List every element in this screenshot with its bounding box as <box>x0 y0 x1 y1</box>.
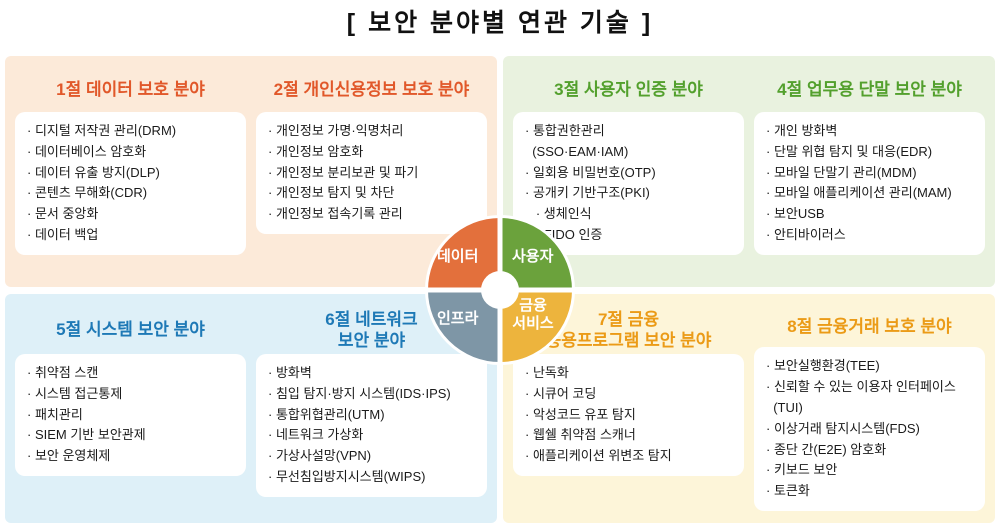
list-item: · 시스템 접근통제 <box>27 385 123 401</box>
list-item: · 개인정보 탐지 및 차단 <box>268 185 395 201</box>
section-3-title: 3절 사용자 인증 분야 <box>554 80 703 100</box>
list-item: · 안티바이러스 <box>766 226 846 242</box>
list-item: · 개인정보 접속기록 관리 <box>268 206 403 222</box>
list-item: · 개인정보 가명·익명처리 <box>268 123 404 138</box>
section-7-title: 7절 금융 응용프로그램 보안 분야 <box>545 309 712 350</box>
list-item: · 토큰화 <box>766 483 810 499</box>
list-item: (SSO·EAM·IAM) <box>525 143 629 159</box>
section-4-endpoint-security: 4절 업무용 단말 보안 분야 · 개인 방화벽 · 단말 위협 탐지 및 대응(… <box>754 68 985 275</box>
section-4-title: 4절 업무용 단말 보안 분야 <box>777 80 962 100</box>
list-item: · 방화벽 <box>268 365 312 380</box>
section-5-title: 5절 시스템 보안 분야 <box>56 320 205 340</box>
list-item: · 웹쉘 취약점 스캐너 <box>525 427 636 443</box>
list-item: · 일회용 비밀번호(OTP) <box>525 164 656 180</box>
panel-infrastructure-security: 5절 시스템 보안 분야 · 취약점 스캔 · 시스템 접근통제 · 패치관리 · S… <box>5 294 497 523</box>
list-item: · 보안실행환경(TEE) <box>766 358 880 374</box>
pie-center-circle <box>481 271 519 309</box>
list-item: · 보안USB <box>766 206 825 222</box>
section-3-user-authentication: 3절 사용자 인증 분야 · 통합권한관리 (SSO·EAM·IAM) · 일회용… <box>513 68 744 275</box>
list-item: · 악성코드 유포 탐지 <box>525 406 636 422</box>
list-item: · SIEM 기반 보안관제 <box>27 427 146 443</box>
section-7-financial-app-security: 7절 금융 응용프로그램 보안 분야 · 난독화 · 시큐어 코딩 · 악성코드 유… <box>513 306 744 511</box>
section-2-title: 2절 개인신용정보 보호 분야 <box>273 80 470 100</box>
list-item: · 침입 탐지·방지 시스템(IDS·IPS) <box>268 385 451 401</box>
list-item: · 보안 운영체제 <box>27 448 111 464</box>
pie-label-infra: 인프라 <box>437 310 479 327</box>
pie-label-user: 사용자 <box>512 248 554 265</box>
pie-label-finance: 금융 서비스 <box>512 297 554 332</box>
list-item: · 통합위협관리(UTM) <box>268 406 385 422</box>
list-item: · 개인정보 암호화 <box>268 143 364 159</box>
list-item: · 문서 중앙화 <box>27 206 99 222</box>
list-item: · 가상사설망(VPN) <box>268 448 372 464</box>
section-1-data-protection: 1절 데이터 보호 분야 · 디지털 저작권 관리(DRM) · 데이터베이스 암… <box>15 68 246 275</box>
panel-financial-security: 7절 금융 응용프로그램 보안 분야 · 난독화 · 시큐어 코딩 · 악성코드 유… <box>503 294 995 523</box>
section-5-list: · 취약점 스캔 · 시스템 접근통제 · 패치관리 · SIEM 기반 보안관제 · … <box>15 354 246 476</box>
list-item: · 공개키 기반구조(PKI) <box>525 185 650 201</box>
list-item: · 개인 방화벽 <box>766 123 838 138</box>
section-7-list: · 난독화 · 시큐어 코딩 · 악성코드 유포 탐지 · 웹쉘 취약점 스캐너 · 애… <box>513 354 744 476</box>
list-item: · 데이터 유출 방지(DLP) <box>27 164 160 180</box>
section-8-list: · 보안실행환경(TEE) · 신뢰할 수 있는 이용자 인터페이스 (TUI) ·… <box>754 347 985 511</box>
list-item: · 난독화 <box>525 365 569 380</box>
list-item: · 무선침입방지시스템(WIPS) <box>268 468 426 484</box>
list-item: · 키보드 보안 <box>766 462 838 478</box>
list-item: · 시큐어 코딩 <box>525 385 597 401</box>
list-item: · 네트워크 가상화 <box>268 427 364 443</box>
section-8-title: 8절 금융거래 보호 분야 <box>787 317 952 337</box>
list-item: · 신뢰할 수 있는 이용자 인터페이스 <box>766 379 956 395</box>
section-1-title: 1절 데이터 보호 분야 <box>56 80 205 100</box>
list-item: · 단말 위협 탐지 및 대응(EDR) <box>766 143 933 159</box>
list-item: · 데이터베이스 암호화 <box>27 143 147 159</box>
list-item: · 패치관리 <box>27 406 83 422</box>
section-2-list: · 개인정보 가명·익명처리 · 개인정보 암호화 · 개인정보 분리보관 및 파기… <box>256 112 487 234</box>
list-item: · 생체인식 <box>525 206 592 222</box>
section-6-list: · 방화벽 · 침입 탐지·방지 시스템(IDS·IPS) · 통합위협관리(UTM… <box>256 354 487 497</box>
section-3-list: · 통합권한관리 (SSO·EAM·IAM) · 일회용 비밀번호(OTP) · 공… <box>513 112 744 255</box>
panel-user-authentication: 3절 사용자 인증 분야 · 통합권한관리 (SSO·EAM·IAM) · 일회용… <box>503 56 995 287</box>
section-4-list: · 개인 방화벽 · 단말 위협 탐지 및 대응(EDR) · 모바일 단말기 관리… <box>754 112 985 255</box>
list-item: · 종단 간(E2E) 암호화 <box>766 441 887 457</box>
list-item: · 이상거래 탐지시스템(FDS) <box>766 420 920 436</box>
list-item: · 개인정보 분리보관 및 파기 <box>268 164 419 180</box>
list-item: · 통합권한관리 <box>525 123 605 138</box>
list-item: · 콘텐츠 무해화(CDR) <box>27 185 148 201</box>
list-item: · 취약점 스캔 <box>27 365 99 380</box>
list-item: · 데이터 백업 <box>27 226 99 242</box>
section-5-system-security: 5절 시스템 보안 분야 · 취약점 스캔 · 시스템 접근통제 · 패치관리 · S… <box>15 306 246 511</box>
list-item: · 디지털 저작권 관리(DRM) <box>27 123 177 138</box>
section-1-list: · 디지털 저작권 관리(DRM) · 데이터베이스 암호화 · 데이터 유출 방지… <box>15 112 246 255</box>
panel-data-protection: 1절 데이터 보호 분야 · 디지털 저작권 관리(DRM) · 데이터베이스 암… <box>5 56 497 287</box>
section-8-financial-transaction: 8절 금융거래 보호 분야 · 보안실행환경(TEE) · 신뢰할 수 있는 이용… <box>754 306 985 511</box>
section-6-network-security: 6절 네트워크 보안 분야 · 방화벽 · 침입 탐지·방지 시스템(IDS·IP… <box>256 306 487 511</box>
diagram-title: [ 보안 분야별 연관 기술 ] <box>346 9 654 37</box>
list-item: · 애플리케이션 위변조 탐지 <box>525 448 672 464</box>
list-item: · 모바일 단말기 관리(MDM) <box>766 164 917 180</box>
center-quadrant-wheel: 데이터 사용자 인프라 금융 서비스 <box>425 215 575 365</box>
list-item: (TUI) <box>766 400 803 416</box>
pie-label-data: 데이터 <box>437 248 479 265</box>
section-2-personal-credit-info: 2절 개인신용정보 보호 분야 · 개인정보 가명·익명처리 · 개인정보 암호화… <box>256 68 487 275</box>
list-item: · 모바일 애플리케이션 관리(MAM) <box>766 185 952 201</box>
section-6-title: 6절 네트워크 보안 분야 <box>325 309 418 350</box>
